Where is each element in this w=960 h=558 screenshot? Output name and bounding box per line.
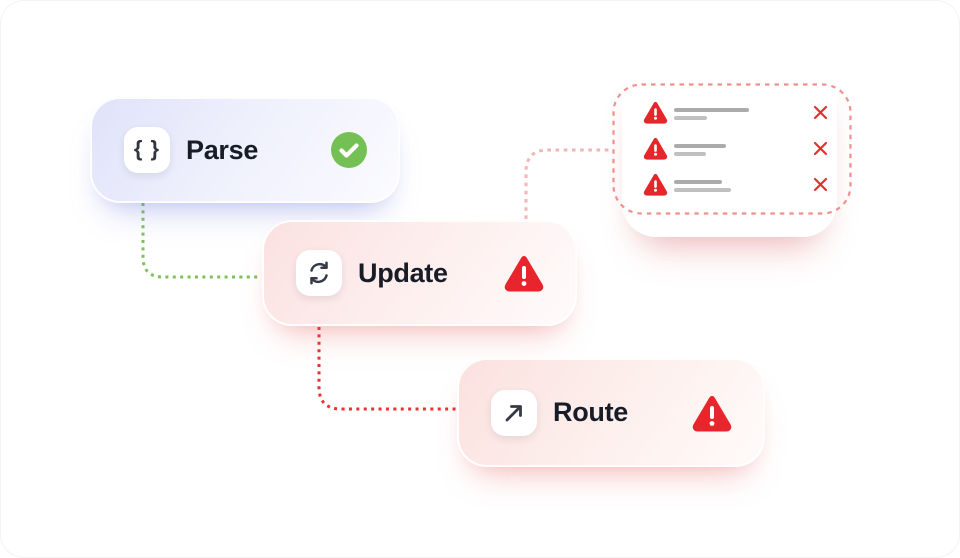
arrow-up-right-icon xyxy=(491,389,537,436)
dismiss-error-button[interactable] xyxy=(812,140,829,157)
success-status-badge xyxy=(330,131,368,169)
warning-triangle-icon xyxy=(643,173,668,196)
error-text-placeholder xyxy=(674,104,749,120)
braces-icon: { } xyxy=(124,127,170,173)
error-list-item xyxy=(643,136,829,160)
arrow-up-right-glyph xyxy=(505,404,522,421)
x-icon xyxy=(813,141,828,155)
node-label: Parse xyxy=(186,134,259,165)
error-status-badge xyxy=(691,394,733,432)
error-list-item xyxy=(643,100,829,124)
refresh-icon-glyph xyxy=(310,261,328,285)
flow-node-parse[interactable]: { } Parse xyxy=(90,97,400,203)
check-circle-icon xyxy=(331,132,367,168)
dismiss-error-button[interactable] xyxy=(812,176,829,193)
node-label: Update xyxy=(358,257,448,288)
error-panel xyxy=(612,83,852,215)
connector-parse-update xyxy=(141,203,260,279)
braces-glyph: { } xyxy=(133,136,161,161)
connector-update-errorpanel xyxy=(524,148,611,219)
warning-triangle-icon xyxy=(643,137,668,160)
flow-node-route[interactable]: Route xyxy=(457,358,765,467)
error-list-item xyxy=(643,172,829,196)
connector-update-route xyxy=(317,327,456,411)
node-label: Route xyxy=(553,397,628,427)
error-text-placeholder xyxy=(674,140,726,156)
refresh-icon xyxy=(296,250,342,296)
x-icon xyxy=(813,177,828,191)
warning-triangle-icon xyxy=(643,101,668,124)
error-text-placeholder xyxy=(674,176,731,192)
warning-triangle-icon xyxy=(504,256,544,292)
dismiss-error-button[interactable] xyxy=(812,104,829,121)
error-status-badge xyxy=(503,254,545,292)
x-icon xyxy=(813,105,828,119)
warning-triangle-icon xyxy=(692,395,732,431)
flow-node-update[interactable]: Update xyxy=(262,220,577,326)
